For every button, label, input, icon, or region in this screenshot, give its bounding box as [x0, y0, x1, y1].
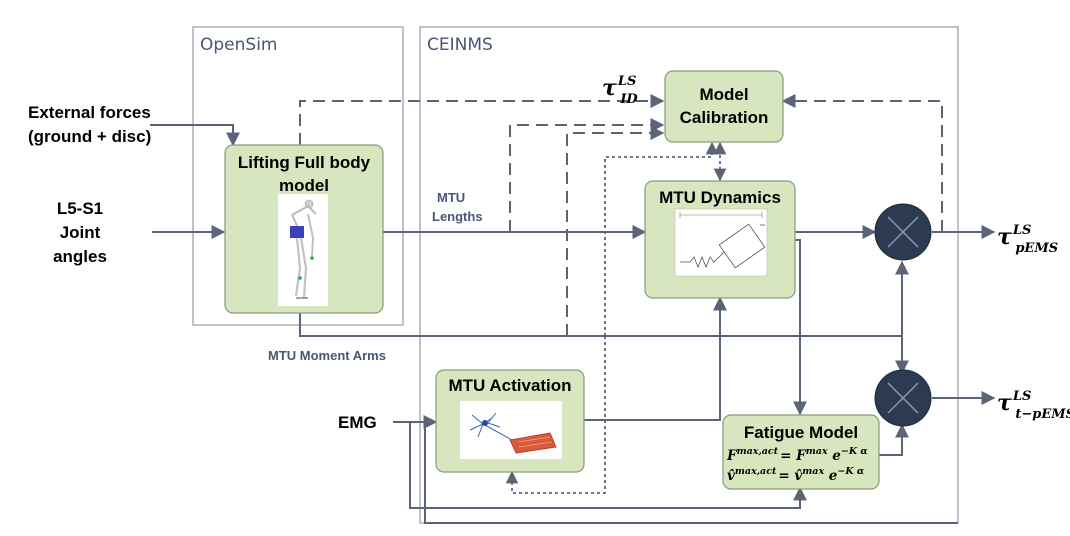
external-forces-input: External forces (ground + disc) [28, 103, 151, 146]
mtu-lengths-label-2: Lengths [432, 209, 483, 224]
dashed-connections [299, 94, 943, 336]
model-calibration-title-2: Calibration [680, 108, 769, 127]
fatigue-model-title: Fatigue Model [744, 423, 858, 442]
model-calibration-title-1: Model [699, 85, 748, 104]
motor-neuron-icon [460, 401, 562, 459]
ceinms-label: CEINMS [427, 35, 493, 55]
joint-angles-label-1: L5-S1 [57, 199, 103, 218]
fatigue-model-block: Fatigue Model Fmax,act= Fmax e−K α v̂max… [722, 414, 880, 490]
mtu-activation-block: MTU Activation [435, 369, 585, 473]
external-forces-label: External forces [28, 103, 151, 122]
summation-node-tpems [874, 369, 932, 427]
joint-angles-label-2: Joint [60, 223, 101, 242]
mtu-dynamics-block: MTU Dynamics [644, 180, 796, 299]
external-forces-sublabel: (ground + disc) [28, 127, 151, 146]
lifting-model-title-2: model [279, 176, 329, 195]
fatigue-equation-velocity: v̂max,act= v̂max e−K α [727, 466, 865, 484]
opensim-label: OpenSim [200, 35, 277, 55]
lifting-model-title-1: Lifting Full body [238, 153, 371, 172]
lifting-model-block: Lifting Full body model [224, 144, 384, 314]
emg-label: EMG [338, 413, 377, 432]
fatigue-equation-force: Fmax,act= Fmax e−K α [726, 446, 868, 464]
joint-angles-input: L5-S1 Joint angles [53, 199, 107, 266]
mtu-dynamics-title: MTU Dynamics [659, 188, 781, 207]
mtu-activation-title: MTU Activation [448, 376, 571, 395]
dotted-connections [505, 141, 727, 494]
opensim-region: OpenSim [192, 26, 404, 326]
skeleton-figure-icon [278, 194, 328, 306]
summation-node-pems [874, 203, 932, 261]
hill-muscle-model-icon [674, 208, 768, 277]
mtu-lengths-label-1: MTU [437, 190, 465, 205]
model-calibration-block: Model Calibration [664, 70, 784, 143]
mtu-moment-arms-label: MTU Moment Arms [268, 348, 386, 363]
joint-angles-label-3: angles [53, 247, 107, 266]
